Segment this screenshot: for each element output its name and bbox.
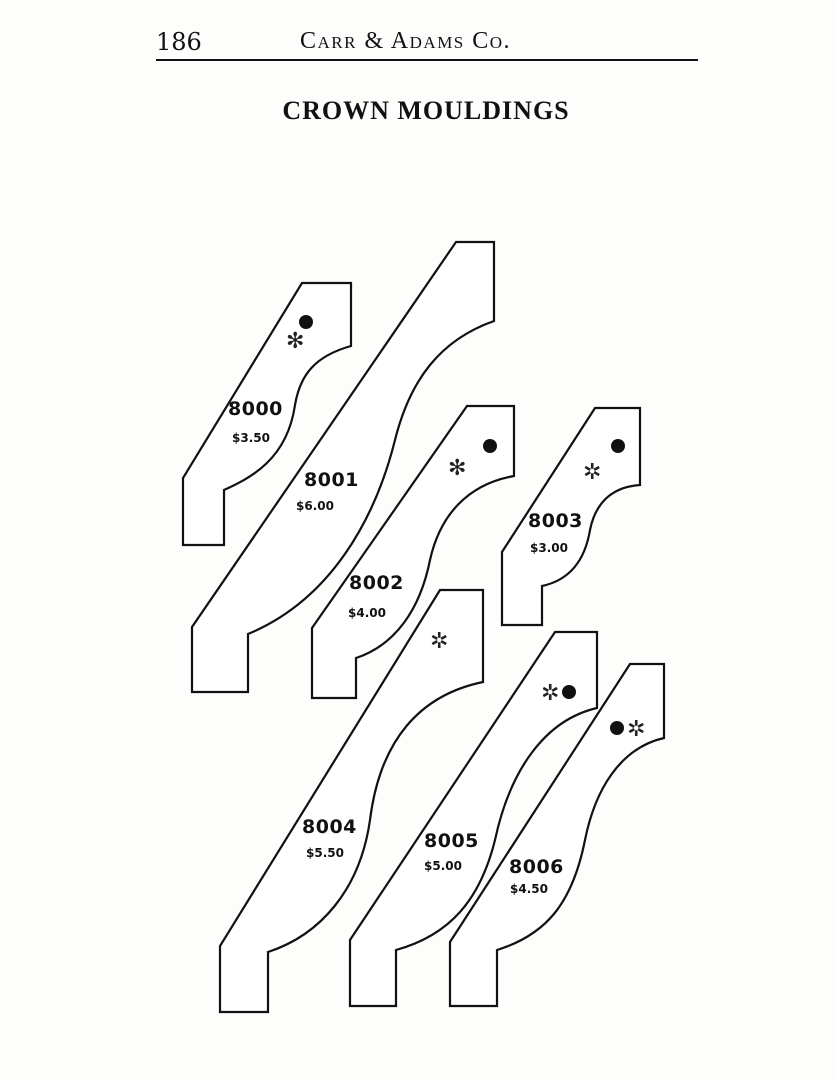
page-number: 186 [156, 28, 202, 56]
moulding-profile-8000: ✻ 8000 $3.50 [181, 281, 353, 547]
asterisk-marker-8006: ✲ [627, 717, 645, 742]
asterisk-marker-8005: ✲ [541, 681, 559, 706]
profile-number-8000: 8000 [228, 398, 283, 420]
profile-price-8005: $5.00 [424, 859, 462, 873]
moulding-profile-8002: ✻ 8002 $4.00 [310, 404, 516, 700]
profile-price-8004: $5.50 [306, 846, 344, 860]
asterisk-marker-8004: ✲ [430, 629, 448, 654]
profile-number-8001: 8001 [304, 469, 359, 491]
dot-marker-8002 [483, 439, 497, 453]
section-title: CROWN MOULDINGS [282, 96, 570, 125]
profile-number-8003: 8003 [528, 510, 583, 532]
profile-price-8000: $3.50 [232, 431, 270, 445]
profile-number-8004: 8004 [302, 816, 357, 838]
dot-marker-8000 [299, 315, 313, 329]
moulding-profile-8006: ✲ 8006 $4.50 [448, 662, 666, 1008]
moulding-profile-8003: ✲ 8003 $3.00 [500, 406, 642, 627]
asterisk-marker-8003: ✲ [583, 460, 601, 485]
profile-price-8006: $4.50 [510, 882, 548, 896]
dot-marker-8005 [562, 685, 576, 699]
profile-price-8002: $4.00 [348, 606, 386, 620]
dot-marker-8003 [611, 439, 625, 453]
profile-number-8002: 8002 [349, 572, 404, 594]
moulding-profile-8005: ✲ 8005 $5.00 [348, 630, 599, 1008]
moulding-profile-8001: 8001 $6.00 [190, 240, 496, 694]
profile-number-8006: 8006 [509, 856, 564, 878]
dot-marker-8006 [610, 721, 624, 735]
profile-price-8003: $3.00 [530, 541, 568, 555]
moulding-profile-8004: ✲ 8004 $5.50 [218, 588, 485, 1014]
profile-price-8001: $6.00 [296, 499, 334, 513]
header-rule [156, 59, 698, 61]
profile-number-8005: 8005 [424, 830, 479, 852]
asterisk-marker-8000: ✻ [286, 329, 304, 354]
asterisk-marker-8002: ✻ [448, 456, 466, 481]
running-head-publisher: Carr & Adams Co. [300, 28, 512, 54]
